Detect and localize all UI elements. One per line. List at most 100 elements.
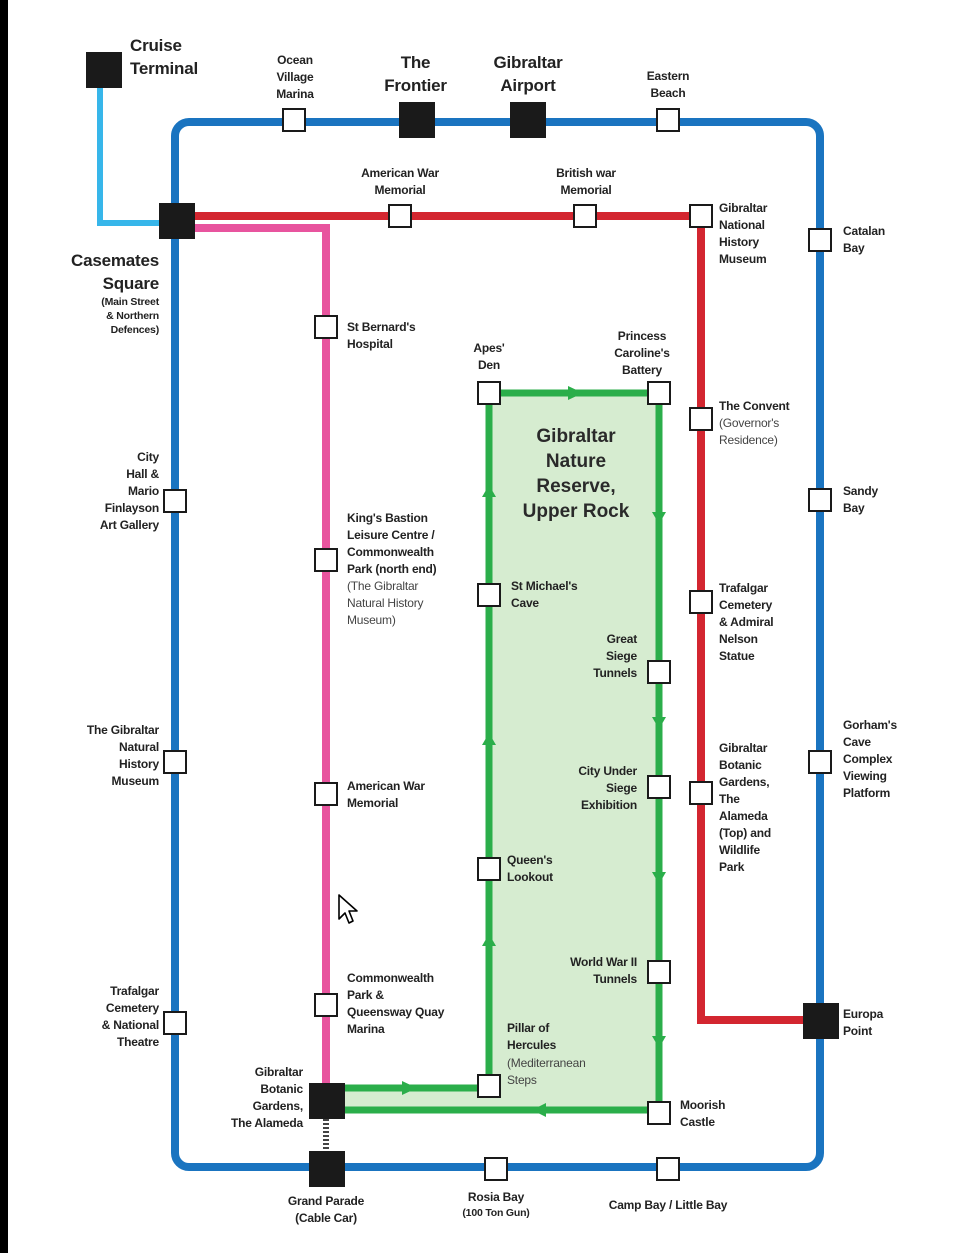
nature-reserve-area <box>489 393 659 1110</box>
label-line: The Gibraltar <box>86 723 159 737</box>
label-line: Bay <box>843 241 865 255</box>
label-line: Hercules <box>507 1038 557 1052</box>
station-europa-point <box>803 1003 839 1039</box>
label-line: Frontier <box>384 76 447 95</box>
label-line: The Convent <box>719 399 790 413</box>
station-trafalgar-cemetery-left <box>163 1011 187 1035</box>
station-gibraltar-airport <box>510 102 546 138</box>
label-line: The Alameda <box>230 1116 303 1130</box>
label-line: Marina <box>276 87 314 101</box>
label-line: Queen's <box>507 853 553 867</box>
label-line: Ocean <box>277 53 313 67</box>
station-kings-bastion <box>314 548 338 572</box>
station-sandy-bay <box>808 488 832 512</box>
minor-stations <box>163 108 832 1181</box>
label-line: Nelson <box>719 632 758 646</box>
label-line: Moorish <box>680 1098 726 1112</box>
label-line: Siege <box>605 781 637 795</box>
label-line: (Mediterranean <box>507 1056 586 1070</box>
station-camp-bay <box>656 1157 680 1181</box>
label-line: Gardens, <box>252 1099 304 1113</box>
station-world-war-ii-tunnels <box>647 960 671 984</box>
label-line: (Governor's <box>719 416 780 430</box>
label-line: American War <box>361 166 439 180</box>
station-great-siege-tunnels <box>647 660 671 684</box>
label-line: Queensway Quay <box>347 1005 445 1019</box>
label-line: Marina <box>347 1022 385 1036</box>
label-line: Pillar of <box>507 1021 550 1035</box>
label-line: Reserve, <box>536 476 616 497</box>
label-line: Tunnels <box>593 972 637 986</box>
nature-reserve-area-bottom <box>327 1088 499 1110</box>
station-catalan-bay <box>808 228 832 252</box>
label-line: American War <box>347 779 425 793</box>
label-line: (Top) and <box>719 826 771 840</box>
label-line: Rosia Bay <box>467 1190 525 1204</box>
label-line: Cemetery <box>105 1001 159 1015</box>
label-line: Wildlife <box>719 843 760 857</box>
label-line: Grand Parade <box>287 1194 365 1208</box>
label-line: Bay <box>843 501 865 515</box>
label-line: St Bernard's <box>347 320 416 334</box>
station-grand-parade <box>309 1151 345 1187</box>
label-line: & Admiral <box>719 615 774 629</box>
label-line: Museum <box>719 252 767 266</box>
station-the-convent <box>689 407 713 431</box>
label-line: Commonwealth <box>347 545 434 559</box>
label-line: Leisure Centre / <box>347 528 435 542</box>
label-line: City <box>137 450 159 464</box>
cyan-line <box>97 70 176 226</box>
label-line: British war <box>556 166 616 180</box>
label-line: Gibraltar <box>254 1065 303 1079</box>
label-line: Defences) <box>110 324 160 336</box>
station-eastern-beach <box>656 108 680 132</box>
label-line: Theatre <box>117 1035 159 1049</box>
label-line: Gorham's <box>843 718 897 732</box>
label-line: The <box>719 792 740 806</box>
label-line: Great <box>606 632 638 646</box>
label-line: The <box>400 53 431 72</box>
label-line: Catalan <box>843 224 885 238</box>
label-line: Casemates <box>71 251 159 270</box>
direction-arrows <box>402 386 666 1117</box>
label-line: Finlayson <box>104 501 159 515</box>
label-line: Cemetery <box>719 598 773 612</box>
label-line: Exhibition <box>581 798 637 812</box>
label-line: (Cable Car) <box>295 1211 357 1225</box>
label-line: Sandy <box>843 484 879 498</box>
label-line: Park <box>719 860 745 874</box>
label-line: Tunnels <box>593 666 637 680</box>
label-line: Camp Bay / Little Bay <box>608 1198 728 1212</box>
label-line: Upper Rock <box>522 501 630 522</box>
station-st-bernards <box>314 315 338 339</box>
station-natural-history-left <box>163 750 187 774</box>
label-line: Steps <box>507 1073 537 1087</box>
label-line: Cruise <box>130 36 182 55</box>
label-line: Museum) <box>347 613 396 627</box>
label-line: Battery <box>622 363 662 377</box>
label-line: Point <box>843 1024 872 1038</box>
label-line: & National <box>101 1018 160 1032</box>
label-line: Den <box>477 358 501 372</box>
station-botanic-gardens-right <box>689 781 713 805</box>
station-commonwealth-park <box>314 993 338 1017</box>
